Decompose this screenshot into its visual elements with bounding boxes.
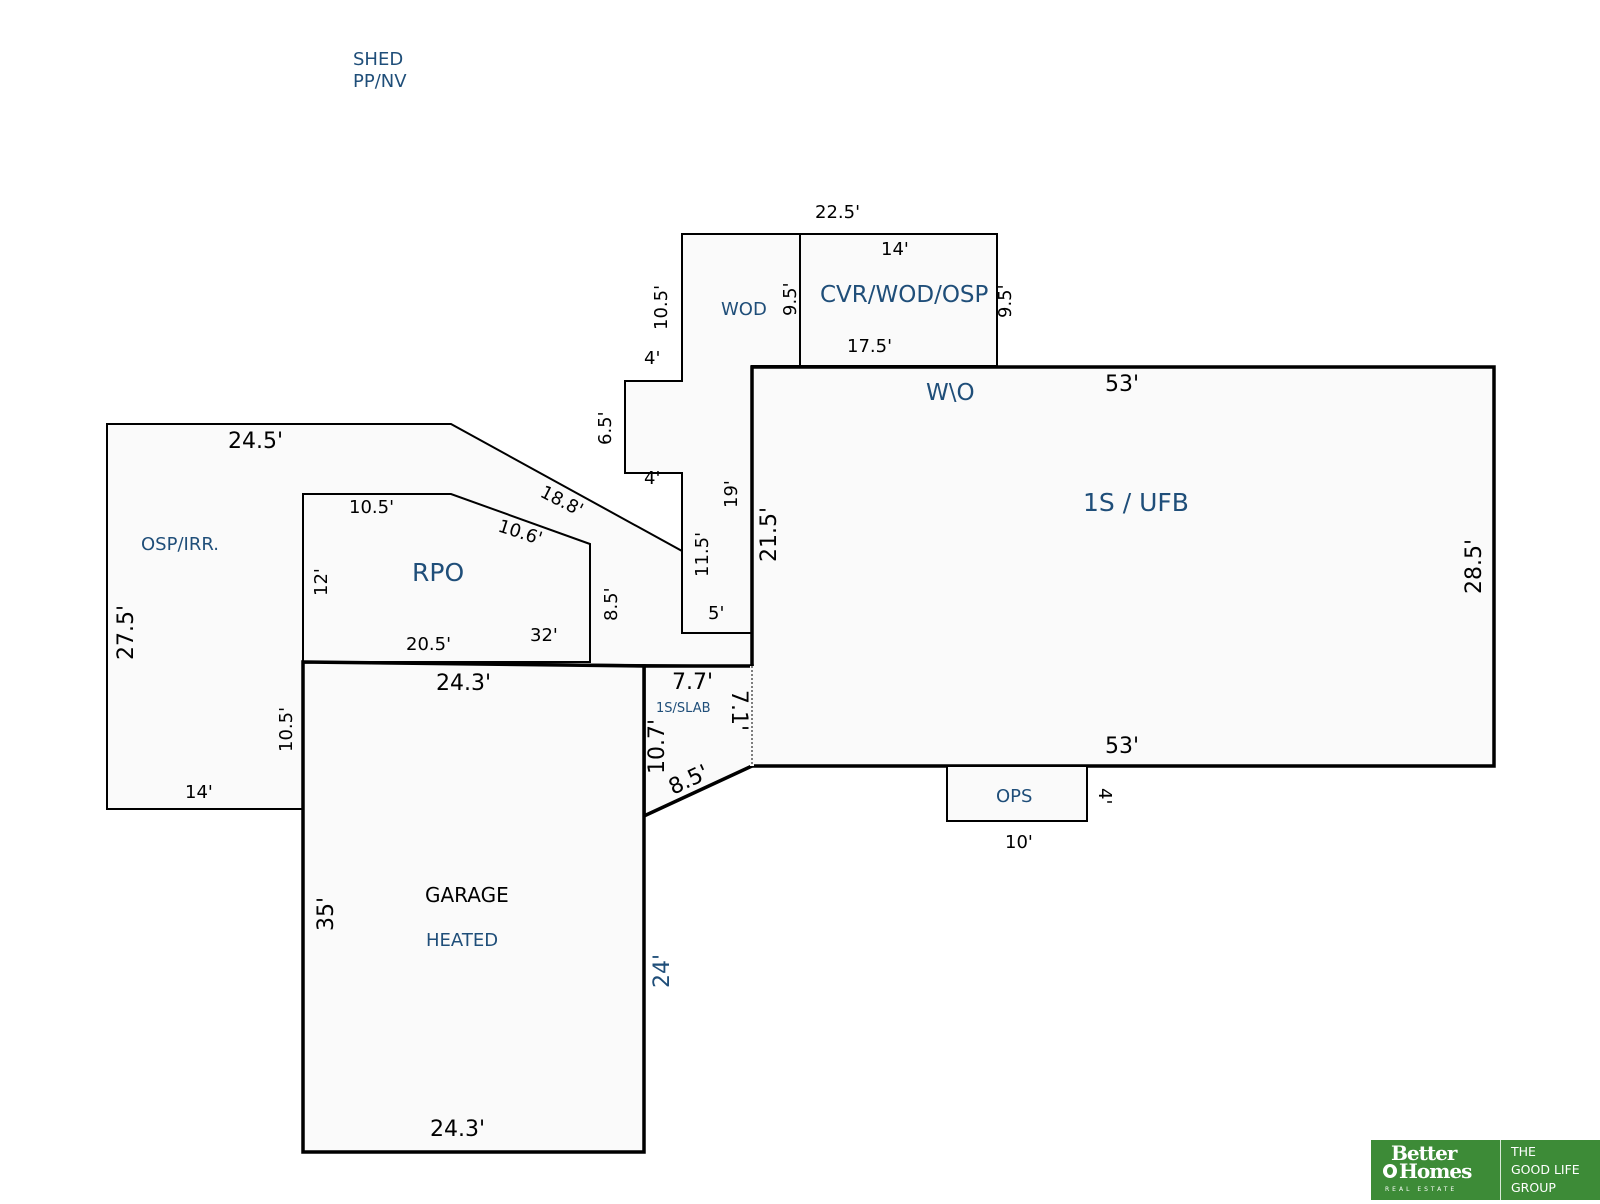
walkout-label: W\O <box>926 380 975 406</box>
ops-width-dim: 10' <box>1005 832 1033 853</box>
better-homes-logo: Better Homes REAL ESTATE <box>1371 1140 1501 1200</box>
step-height-dim: 6.5' <box>595 411 616 445</box>
slab-left-dim: 10.7' <box>645 719 670 774</box>
garage-right-dim: 24' <box>650 954 675 988</box>
wall-11-5-dim: 11.5' <box>692 532 713 577</box>
heated-label: HEATED <box>426 930 498 951</box>
wall-19-dim: 19' <box>721 480 742 508</box>
rpo-inner-dim: 32' <box>530 625 558 646</box>
deck-width-dim: 22.5' <box>815 202 860 223</box>
garage-left-dim: 35' <box>314 897 339 931</box>
garage-area <box>301 660 646 1154</box>
good-life-group-logo: THE GOOD LIFE GROUP <box>1501 1140 1580 1200</box>
garage-label: GARAGE <box>425 883 509 907</box>
shed-sublabel: PP/NV <box>353 71 407 92</box>
main-house-area <box>750 365 1496 768</box>
step-bottom-dim: 4' <box>644 468 660 489</box>
rpo-bottom-dim: 20.5' <box>406 634 451 655</box>
main-left-dim: 21.5' <box>757 507 782 562</box>
slab-top-dim: 7.7' <box>672 670 713 695</box>
main-right-dim: 28.5' <box>1462 539 1487 594</box>
cvr-wod-osp-label: CVR/WOD/OSP <box>820 282 989 308</box>
group-line-3: GROUP <box>1511 1180 1556 1195</box>
garage-top-dim: 24.3' <box>436 671 491 696</box>
cvr-bottom-dim: 17.5' <box>847 336 892 357</box>
cvr-right-dim: 9.5' <box>995 284 1016 318</box>
shed-label: SHED <box>353 49 403 70</box>
slab-label: 1S/SLAB <box>656 701 711 716</box>
slab-right-dim: 7.1' <box>726 690 751 731</box>
garage-bottom-dim: 24.3' <box>430 1117 485 1142</box>
main-house-label: 1S / UFB <box>1083 488 1189 517</box>
group-line-2: GOOD LIFE <box>1511 1162 1580 1177</box>
ops-porch-area <box>946 765 1088 822</box>
ops-label: OPS <box>996 786 1032 807</box>
bump-5-dim: 5' <box>708 603 724 624</box>
brokerage-logo: Better Homes REAL ESTATE THE GOOD LIFE G… <box>1371 1140 1600 1200</box>
osp-inner-dim: 10.5' <box>276 707 297 752</box>
osp-top-dim: 24.5' <box>228 429 283 454</box>
group-line-1: THE <box>1511 1144 1536 1159</box>
step-top-dim: 4' <box>644 348 660 369</box>
wod-right-dim: 9.5' <box>780 282 801 316</box>
rpo-right-dim: 8.5' <box>601 587 622 621</box>
rpo-label: RPO <box>412 558 464 587</box>
osp-bottom-dim: 14' <box>185 782 213 803</box>
rpo-left-dim: 12' <box>311 568 332 596</box>
ops-depth-dim: 4' <box>1094 788 1115 804</box>
osp-irr-label: OSP/IRR. <box>141 534 219 555</box>
rpo-top-dim: 10.5' <box>349 497 394 518</box>
wod-label: WOD <box>721 299 767 320</box>
osp-left-dim: 27.5' <box>114 605 139 660</box>
cvr-top-dim: 14' <box>881 239 909 260</box>
main-bottom-dim: 53' <box>1105 734 1139 759</box>
rpo-area <box>302 493 591 663</box>
main-top-dim: 53' <box>1105 372 1139 397</box>
leaf-icon <box>1383 1164 1397 1178</box>
deck-left-dim: 10.5' <box>651 285 672 330</box>
